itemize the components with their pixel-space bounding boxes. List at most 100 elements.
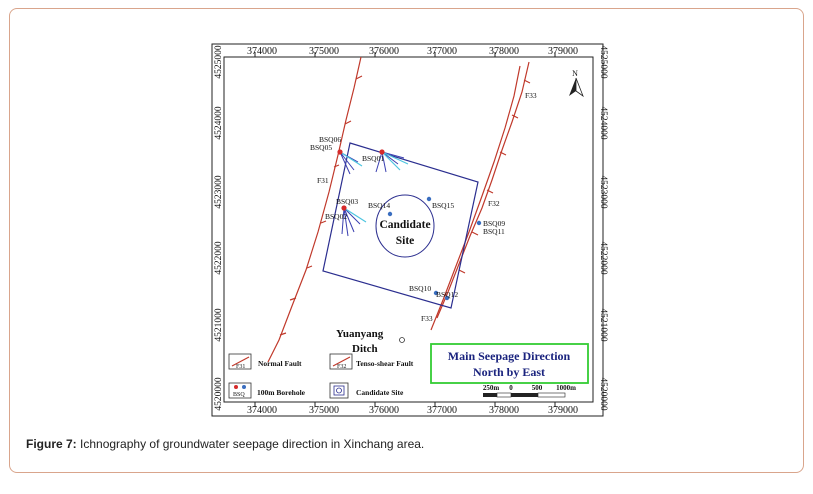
axis-ticks <box>254 52 556 407</box>
x-tick-bottom: 375000 <box>309 405 339 416</box>
seepage-arrows <box>339 151 409 237</box>
caption-text: Ichnography of groundwater seepage direc… <box>80 437 425 451</box>
y-tick-right: 4524000 <box>598 106 608 140</box>
borehole-bsq10 <box>433 290 439 296</box>
x-tick-labels-top: 374000 375000 376000 377000 378000 37900… <box>247 46 578 57</box>
y-tick-right: 4520000 <box>598 377 608 411</box>
label-bsq09: BSQ09 <box>483 219 505 228</box>
ditch-label-line1: Yuanyang <box>336 328 384 340</box>
y-tick-right: 4525000 <box>598 45 608 79</box>
legend-normal-fault-line <box>231 356 250 367</box>
seepage-direction-box <box>430 343 589 384</box>
legend-normal-fault-label: Normal Fault <box>258 359 302 368</box>
x-tick-bottom: 377000 <box>427 405 457 416</box>
legend-candidate-site-circle <box>336 387 342 394</box>
legend-tenso-shear-code: F32 <box>337 364 346 370</box>
y-tick-right: 4523000 <box>598 175 608 209</box>
site-label-line2: Site <box>396 235 415 247</box>
x-tick-top: 378000 <box>489 46 519 57</box>
label-bsq01: BSQ01 <box>362 154 384 163</box>
label-f31: F31 <box>317 176 329 185</box>
caption-label: Figure 7: <box>26 437 77 451</box>
scale-seg <box>483 393 497 397</box>
legend-borehole-code: BSQ <box>233 392 245 398</box>
x-tick-bottom: 379000 <box>548 405 578 416</box>
x-tick-labels-bottom: 374000 375000 376000 377000 378000 37900… <box>247 405 578 416</box>
legend-candidate-site-square <box>333 385 345 396</box>
legend-borehole-blue-dot <box>242 385 246 389</box>
borehole-bsq14 <box>387 211 393 217</box>
legend-borehole-label: 100m Borehole <box>257 388 306 397</box>
y-tick-left: 4520000 <box>214 377 224 411</box>
y-tick-right: 4521000 <box>598 308 608 342</box>
borehole-dots <box>337 149 482 301</box>
fault-f33 <box>430 65 521 331</box>
label-f33-bottom: F33 <box>421 314 433 323</box>
scale-label: 1000m <box>556 384 576 392</box>
borehole-bsq05 <box>337 149 343 155</box>
label-bsq10: BSQ10 <box>409 284 431 293</box>
scale-seg <box>496 392 512 398</box>
legend-borehole-red-dot <box>234 385 238 389</box>
legend-candidate-site-swatch <box>329 382 349 399</box>
y-tick-left: 4524000 <box>214 106 224 140</box>
scale-label: 500 <box>532 384 543 392</box>
x-tick-top: 376000 <box>369 46 399 57</box>
y-tick-labels-right: 4525000 4524000 4523000 4522000 4521000 … <box>598 45 608 411</box>
scale-seg <box>511 393 538 397</box>
label-bsq11: BSQ11 <box>483 227 505 236</box>
fault-f31 <box>267 56 362 363</box>
borehole-bsq03 <box>341 205 347 211</box>
x-tick-bottom: 376000 <box>369 405 399 416</box>
label-bsq12: BSQ12 <box>436 290 458 299</box>
label-f33-top: F33 <box>525 91 537 100</box>
candidate-site-circle <box>375 194 435 258</box>
borehole-bsq01 <box>379 149 385 155</box>
candidate-site-square <box>322 142 479 309</box>
legend-tenso-shear-label: Tenso-shear Fault <box>356 359 414 368</box>
fault-labels: F31 F32 F33 F33 <box>317 91 537 323</box>
x-tick-top: 379000 <box>548 46 578 57</box>
ditch-label-line2: Ditch <box>352 343 378 355</box>
y-tick-labels-left: 4525000 4524000 4523000 4522000 4521000 … <box>214 45 224 411</box>
x-tick-top: 374000 <box>247 46 277 57</box>
ditch-marker <box>399 337 405 343</box>
borehole-bsq15 <box>426 196 432 202</box>
label-bsq14: BSQ14 <box>368 201 390 210</box>
y-tick-left: 4523000 <box>214 175 224 209</box>
north-label: N <box>572 69 578 78</box>
x-tick-bottom: 374000 <box>247 405 277 416</box>
y-tick-left: 4522000 <box>214 241 224 275</box>
north-arrow-icon <box>569 77 584 98</box>
label-bsq15: BSQ15 <box>432 201 454 210</box>
site-label-line1: Candidate <box>379 219 430 231</box>
legend-normal-fault-code: F31 <box>236 364 245 370</box>
scale-seg <box>537 392 566 398</box>
y-tick-right: 4522000 <box>598 241 608 275</box>
label-bsq06: BSQ06 <box>319 135 341 144</box>
borehole-labels: BSQ06 BSQ05 BSQ01 BSQ03 BSQ02 BSQ14 BSQ1… <box>310 135 505 299</box>
legend-candidate-site-label: Candidate Site <box>356 388 404 397</box>
y-tick-left: 4525000 <box>214 45 224 79</box>
map-inner-border <box>223 56 594 403</box>
legend-tenso-shear-line <box>332 356 351 367</box>
label-bsq05: BSQ05 <box>310 143 332 152</box>
label-f32: F32 <box>488 199 500 208</box>
seepage-direction-line2: North by East <box>473 365 545 379</box>
x-tick-top: 377000 <box>427 46 457 57</box>
x-tick-top: 375000 <box>309 46 339 57</box>
scale-label: 250m <box>483 384 500 392</box>
x-tick-bottom: 378000 <box>489 405 519 416</box>
scale-bar: 250m 0 500 1000m <box>483 384 576 398</box>
fault-f32 <box>436 61 530 319</box>
borehole-bsq12 <box>444 295 450 301</box>
label-bsq03: BSQ03 <box>336 197 358 206</box>
label-bsq02: BSQ02 <box>325 212 347 221</box>
fault-lines <box>267 56 531 363</box>
figure-caption: Figure 7: Ichnography of groundwater see… <box>26 437 424 451</box>
seepage-direction-line1: Main Seepage Direction <box>448 349 571 363</box>
borehole-bsq09 <box>476 220 482 226</box>
legend: F31 Normal Fault F32 Tenso-shear Fault B… <box>228 353 414 399</box>
y-tick-left: 4521000 <box>214 308 224 342</box>
